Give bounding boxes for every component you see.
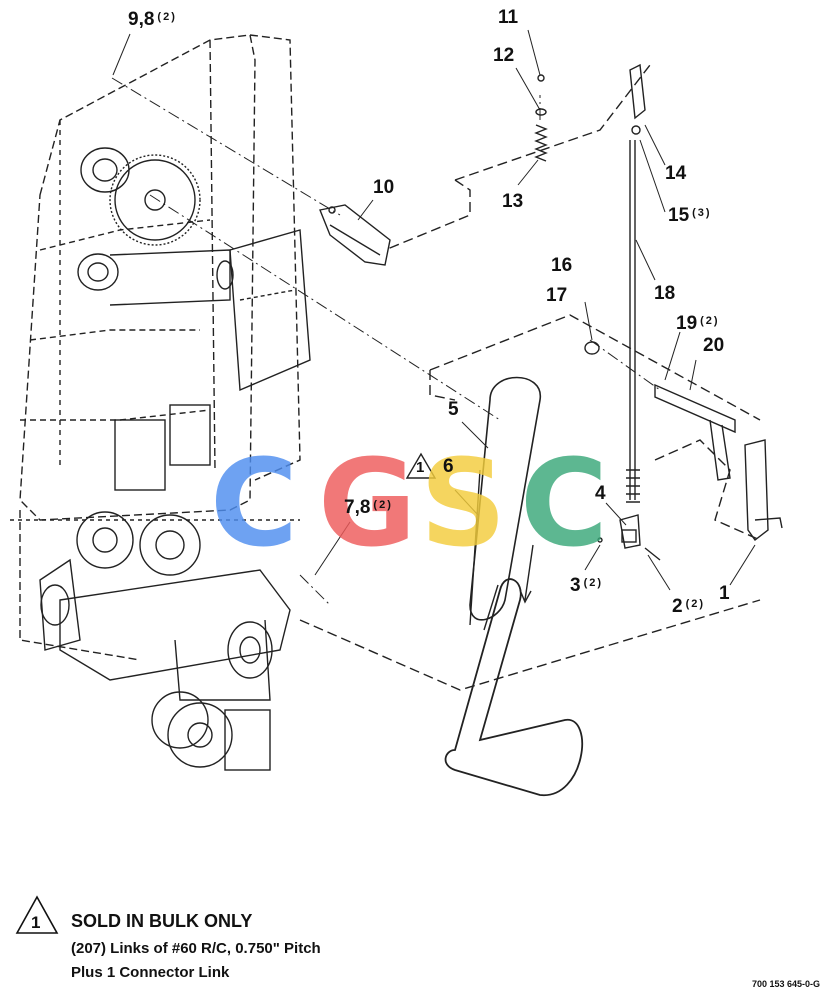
legend-triangle-icon [15,895,59,934]
legend-line-2: Plus 1 Connector Link [71,964,230,981]
callout-label: 1 [719,583,730,604]
assembly-plane [299,64,761,691]
callout-18: 18 [654,284,675,303]
center-lines [111,77,661,606]
callout-1: 1 [719,584,730,603]
hardware-2-3-4 [597,529,661,561]
callout-qty: (2) [685,598,706,610]
callout-9-8: 9,8(2) [128,10,177,29]
callout-label: 2 [672,596,683,617]
callout-16: 16 [551,256,572,275]
callout-4: 4 [595,484,606,503]
callout-label: 3 [570,575,581,596]
callout-17: 17 [546,286,567,305]
callout-label: 12 [493,45,515,66]
callout-20: 20 [703,336,724,355]
bracket-10 [319,204,391,266]
paddle-lever [444,578,584,796]
callout-10: 10 [373,178,394,197]
callout-qty: (3) [692,207,712,219]
spring-13 [534,74,548,162]
upper-sprocket [77,147,234,306]
callout-19: 19(2) [676,314,720,333]
callout-label: 16 [551,255,573,276]
callout-14: 14 [665,164,686,183]
callout-leaders [112,29,756,591]
callout-6: 6 [443,457,454,476]
callout-label: 18 [654,283,676,304]
callout-13: 13 [502,192,523,211]
callout-3: 3(2) [570,576,603,595]
callout-5: 5 [448,400,459,419]
callout-label: 7,8 [344,497,371,518]
bulk-note-legend: 1 SOLD IN BULK ONLY (207) Links of #60 R… [14,893,434,983]
callout-7-8: 7,8(2) [344,498,393,517]
machine-frame [10,34,311,661]
legend-title: SOLD IN BULK ONLY [71,911,253,931]
note-triangle-marker [405,452,437,479]
callout-11: 11 [498,8,518,27]
callout-label: 15 [668,205,690,226]
arm-shaft-20 [654,383,783,542]
callout-label: 9,8 [128,9,155,30]
callout-12: 12 [493,46,514,65]
callout-label: 17 [546,285,568,306]
callout-label: 20 [703,335,725,356]
callout-15: 15(3) [668,206,712,225]
callout-qty: (2) [373,499,393,511]
callout-label: 11 [498,7,519,28]
motion-arrow [519,544,534,604]
note-triangle-number: 1 [416,459,425,476]
callout-2: 2(2) [672,597,705,616]
callout-label: 4 [595,483,606,504]
callout-label: 19 [676,313,698,334]
callout-label: 6 [443,456,454,477]
drive-chain-5 [469,376,541,626]
callout-label: 13 [502,191,524,212]
legend-line-1: (207) Links of #60 R/C, 0.750" Pitch [71,940,321,957]
callout-label: 5 [448,399,459,420]
adjusting-rod-18 [619,63,646,549]
callout-qty: (2) [700,315,720,327]
callout-qty: (2) [157,11,177,23]
callout-label: 14 [665,163,687,184]
callout-qty: (2) [583,577,604,589]
legend-triangle-number: 1 [31,913,41,932]
lower-drive-assembly [39,511,291,771]
callout-label: 10 [373,177,395,198]
bushing-17 [584,341,600,355]
drawing-number: 700 153 645-0-G [751,979,820,989]
